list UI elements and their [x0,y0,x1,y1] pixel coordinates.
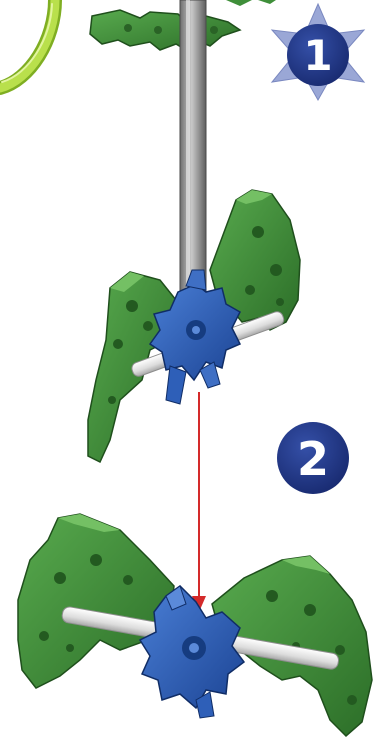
step-1-number: 1 [303,31,332,80]
flexible-tube-part [0,0,55,88]
lower-assembly [18,514,372,736]
step-1-badge: 1 [272,4,364,100]
grey-vertical-rod [180,0,206,300]
step-2-badge: 2 [277,422,349,494]
direction-arrow-icon [192,392,206,612]
step-2-number: 2 [297,432,329,486]
